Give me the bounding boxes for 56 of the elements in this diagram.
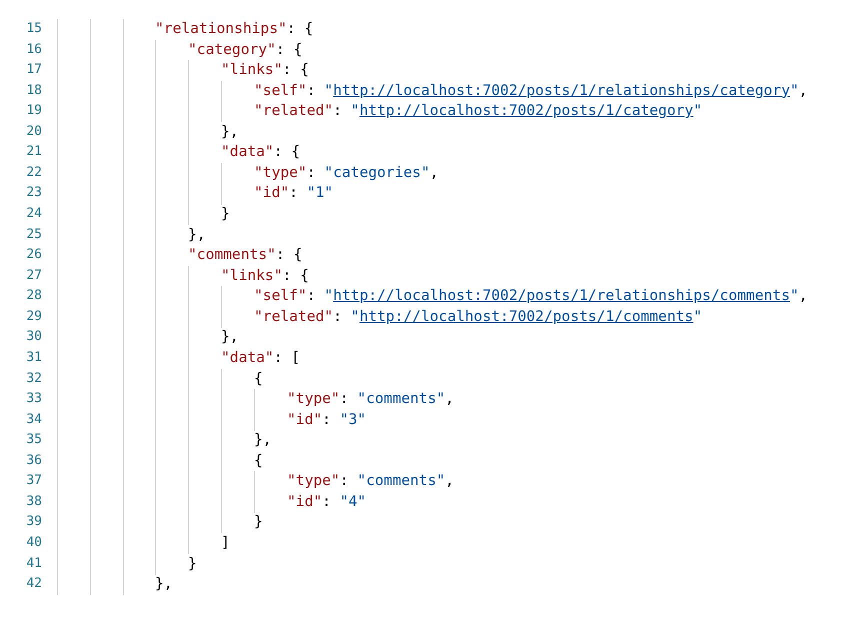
line-number: 37 xyxy=(25,472,42,490)
code-line: }, xyxy=(221,122,239,142)
code-line: "comments": { xyxy=(188,245,302,266)
line-number: 17 xyxy=(25,61,42,80)
line-number: 18 xyxy=(25,82,42,100)
line-number: 21 xyxy=(25,143,42,162)
line-number: 42 xyxy=(25,575,42,594)
code-line: ] xyxy=(221,533,230,553)
code-line: "self": "http://localhost:7002/posts/1/relationships/comments", xyxy=(254,286,808,306)
code-line: } xyxy=(221,204,230,224)
code-line: { xyxy=(254,450,263,471)
line-number: 16 xyxy=(25,40,42,59)
line-number: 30 xyxy=(25,328,42,346)
line-number: 39 xyxy=(25,513,42,532)
code-line: "data": [ xyxy=(221,348,300,368)
code-line: "related": "http://localhost:7002/posts/1/comments" xyxy=(254,306,702,327)
line-number: 20 xyxy=(25,122,42,141)
line-number: 35 xyxy=(25,431,42,450)
line-number: 27 xyxy=(25,266,42,285)
code-line: }, xyxy=(155,574,173,594)
line-number: 24 xyxy=(25,205,42,224)
code-line: }, xyxy=(188,224,206,245)
line-number: 40 xyxy=(25,534,42,552)
code-line: "type": "comments", xyxy=(287,471,454,492)
code-line: "id": "1" xyxy=(254,183,334,204)
line-number: 41 xyxy=(25,554,42,573)
code-line: "related": "http://localhost:7002/posts/1/category" xyxy=(254,101,702,122)
code-line: "links": { xyxy=(221,266,309,286)
code-line: "type": "comments", xyxy=(287,389,454,410)
line-number: 15 xyxy=(25,20,42,38)
line-number: 38 xyxy=(25,492,42,511)
code-line: "id": "3" xyxy=(287,410,366,430)
code-line: }, xyxy=(221,327,239,348)
code-line: "self": "http://localhost:7002/posts/1/relationships/category", xyxy=(254,80,808,101)
code-line: "relationships": { xyxy=(155,19,314,39)
line-number: 19 xyxy=(25,102,42,120)
code-line: "links": { xyxy=(221,60,309,80)
code-line: "id": "4" xyxy=(287,492,366,512)
line-number: 23 xyxy=(25,184,42,202)
line-number: 22 xyxy=(25,164,42,182)
line-number: 34 xyxy=(25,410,42,429)
code-line: { xyxy=(254,368,263,389)
line-number: 33 xyxy=(25,390,42,408)
code-line: } xyxy=(188,554,197,574)
code-line: "type": "categories", xyxy=(254,162,439,183)
line-number: 26 xyxy=(25,246,42,264)
line-number: 28 xyxy=(25,287,42,306)
line-number: 36 xyxy=(25,452,42,470)
line-number: 32 xyxy=(25,370,42,388)
code-line: "category": { xyxy=(188,40,302,60)
code-line: "data": { xyxy=(221,142,300,162)
line-number: 31 xyxy=(25,348,42,367)
code-line: }, xyxy=(254,430,272,450)
line-number: 25 xyxy=(25,226,42,244)
line-number: 29 xyxy=(25,308,42,326)
code-line: } xyxy=(254,512,263,532)
